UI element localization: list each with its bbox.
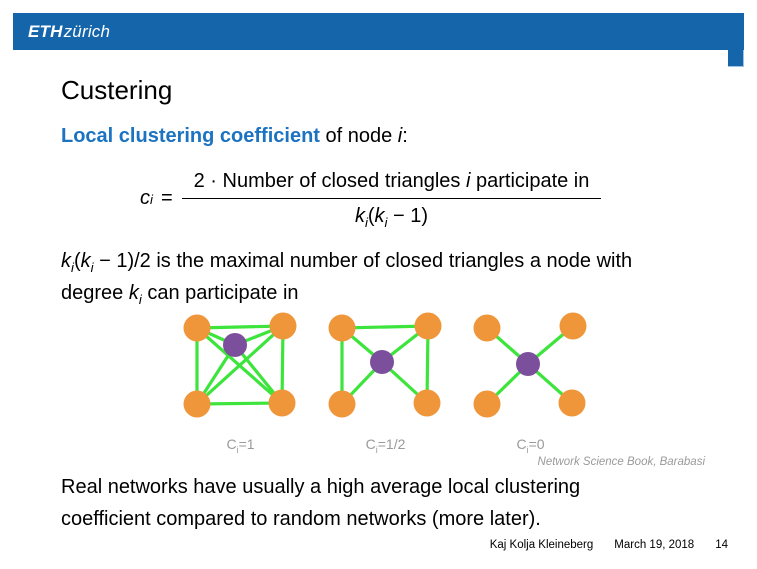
- network-diagrams-figure: Ci=1 Ci=1/2 Ci=0: [178, 311, 593, 455]
- formula-numerator: 2 · Number of closed triangles i partici…: [193, 170, 590, 192]
- intro-colon: :: [402, 125, 408, 147]
- network-diagram-ci-half: [323, 311, 448, 423]
- intro-mid: of node: [319, 125, 398, 147]
- footer-author: Kaj Kolja Kleineberg: [489, 539, 594, 551]
- diagram-captions-row: Ci=1 Ci=1/2 Ci=0: [178, 436, 593, 455]
- header-tab: [728, 50, 744, 67]
- closing-line1: Real networks have usually a high averag…: [61, 476, 581, 498]
- closing-text: Real networks have usually a high averag…: [61, 471, 580, 535]
- formula-equals: =: [160, 187, 173, 209]
- intro-highlight: Local clustering coefficient: [61, 125, 320, 147]
- footer-date: March 19, 2018: [614, 539, 695, 551]
- figure-attribution: Network Science Book, Barabasi: [537, 456, 705, 468]
- diagram-caption-3: Ci=0: [516, 436, 545, 455]
- eth-logo-light: zürich: [63, 21, 111, 41]
- max-triangles-text: ki(ki − 1)/2 is the maximal number of cl…: [61, 245, 632, 309]
- formula-denominator: ki(ki − 1): [181, 198, 602, 229]
- network-diagrams-row: [178, 311, 593, 423]
- formula-c: c: [140, 187, 150, 209]
- network-diagram-ci-0: [468, 311, 593, 423]
- closing-line2: coefficient compared to random networks …: [61, 508, 541, 530]
- max-triangles-line1: ki(ki − 1)/2 is the maximal number of cl…: [61, 250, 633, 275]
- formula-fraction: 2 · Number of closed triangles i partici…: [181, 169, 602, 229]
- diagram-caption-1: Ci=1: [226, 436, 255, 455]
- intro-line: Local clustering coefficient of node i:: [61, 125, 408, 148]
- eth-logo-bold: ETH: [28, 21, 63, 41]
- intro-var: i: [397, 125, 403, 147]
- page-title: Custering: [61, 75, 173, 105]
- slide-footer: Kaj Kolja Kleineberg March 19, 2018 14: [490, 539, 728, 551]
- max-triangles-line2: degree ki can participate in: [61, 282, 299, 307]
- network-diagram-ci-1: [178, 311, 303, 423]
- diagram-caption-2: Ci=1/2: [365, 436, 406, 455]
- footer-page-number: 14: [715, 539, 728, 551]
